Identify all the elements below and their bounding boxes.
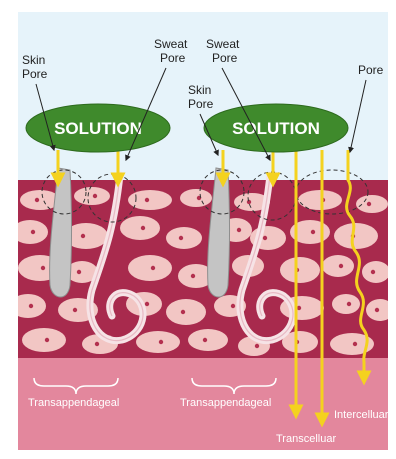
cell-nucleus — [159, 340, 163, 344]
cell-nucleus — [237, 228, 241, 232]
cell-nucleus — [231, 304, 235, 308]
skin-cell — [188, 329, 228, 351]
skin-cell — [136, 331, 180, 353]
cell-nucleus — [93, 194, 97, 198]
skin-pore-label-left-line2: Pore — [22, 67, 48, 81]
cell-nucleus — [35, 198, 39, 202]
cell-nucleus — [375, 308, 379, 312]
cell-nucleus — [203, 338, 207, 342]
cell-nucleus — [191, 274, 195, 278]
skin-cell — [356, 195, 388, 213]
cell-nucleus — [141, 226, 145, 230]
intercellular-label: Intercelluar — [334, 409, 389, 421]
skin-pore-label-right-line2: Pore — [188, 97, 214, 111]
cell-nucleus — [247, 200, 251, 204]
cell-nucleus — [77, 270, 81, 274]
sweat-pore-label-right-line2: Pore — [212, 51, 238, 65]
cell-nucleus — [179, 236, 183, 240]
sweat-pore-label-right-line1: Sweat — [206, 37, 240, 51]
cell-nucleus — [29, 304, 33, 308]
cell-nucleus — [81, 234, 85, 238]
cell-nucleus — [255, 344, 259, 348]
solution-label-right: SOLUTION — [232, 119, 320, 138]
transcellular-label: Transcelluar — [276, 433, 336, 445]
sweat-pore-label-left-line2: Pore — [160, 51, 186, 65]
cell-nucleus — [73, 308, 77, 312]
cell-nucleus — [145, 198, 149, 202]
transappendageal-label-left: Transappendageal — [28, 397, 119, 409]
pore-label: Pore — [358, 63, 384, 77]
cell-nucleus — [31, 230, 35, 234]
skin-cell — [280, 257, 320, 283]
sweat-pore-label-left-line1: Sweat — [154, 37, 188, 51]
skin-cell — [322, 255, 354, 277]
skin-cell — [298, 190, 342, 210]
skin-cell — [362, 261, 390, 283]
cell-nucleus — [95, 342, 99, 346]
skin-pore-label-right-line1: Skin — [188, 83, 211, 97]
skin-cell — [166, 227, 202, 249]
skin-pore-label-left-line1: Skin — [22, 53, 45, 67]
cell-nucleus — [181, 310, 185, 314]
cell-nucleus — [367, 202, 371, 206]
solution-label-left: SOLUTION — [54, 119, 142, 138]
cell-nucleus — [371, 270, 375, 274]
cell-nucleus — [263, 236, 267, 240]
skin-cell — [332, 294, 360, 314]
cell-nucleus — [145, 302, 149, 306]
skin-cell — [334, 223, 378, 249]
skin-cell — [180, 189, 212, 207]
skin-cell — [74, 187, 110, 205]
cell-nucleus — [339, 264, 343, 268]
skin-cell — [22, 328, 66, 352]
cell-nucleus — [347, 302, 351, 306]
skin-cell — [128, 255, 172, 281]
cell-nucleus — [45, 338, 49, 342]
cell-nucleus — [311, 230, 315, 234]
cell-nucleus — [41, 266, 45, 270]
cell-nucleus — [353, 342, 357, 346]
skin-cell — [166, 299, 206, 325]
transappendageal-label-right: Transappendageal — [180, 397, 271, 409]
skin-cell — [120, 216, 160, 240]
cell-nucleus — [151, 266, 155, 270]
